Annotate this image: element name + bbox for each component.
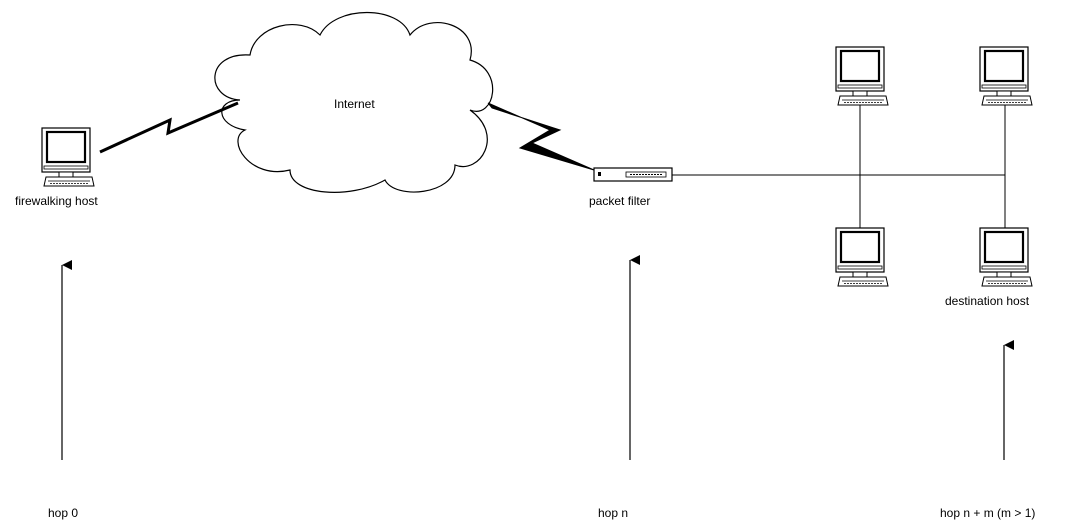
wan-link-right [487,102,595,171]
firewalking-host-label: firewalking host [15,194,98,208]
destination-host-label: destination host [945,294,1030,308]
internet-label: Internet [334,97,375,111]
packet-filter-label: packet filter [589,194,651,208]
firewalking-host-computer [40,126,96,188]
wan-link-left [99,101,239,154]
lan-computer-bottom-left [834,226,890,288]
hopnm-label: hop n + m (m > 1) [940,506,1036,520]
internet-cloud [214,11,494,193]
hopn-label: hop n [598,506,629,520]
lan-computer-top-left [834,45,890,107]
hop0-label: hop 0 [48,506,79,520]
lan-computer-top-right [978,45,1034,107]
destination-host-computer [978,226,1034,288]
packet-filter-device [593,167,673,182]
